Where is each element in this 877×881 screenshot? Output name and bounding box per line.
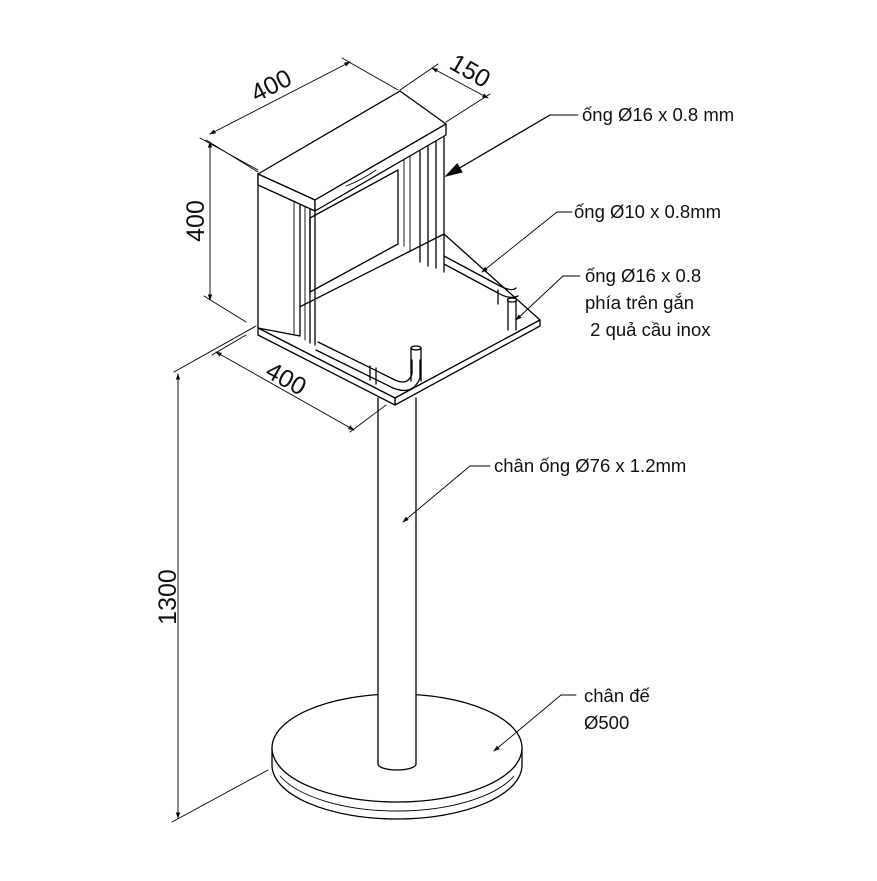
box-right-posts bbox=[403, 131, 445, 273]
leader-leg bbox=[402, 465, 491, 523]
callout-post-tube: ống Ø16 x 0.8 phía trên gắn 2 quả cầu in… bbox=[585, 262, 710, 343]
callout-post-line3: 2 quả cầu inox bbox=[585, 319, 711, 340]
dimension-top-width-label: 400 bbox=[246, 64, 296, 108]
top-plate bbox=[257, 90, 447, 212]
callout-post-line1: ống Ø16 x 0.8 bbox=[585, 265, 702, 286]
leader-rail bbox=[481, 211, 573, 273]
callout-post-line2: phía trên gắn bbox=[585, 292, 695, 313]
callout-rail-tube: ống Ø10 x 0.8mm bbox=[574, 201, 722, 222]
callout-tube-upper: ống Ø16 x 0.8 mm bbox=[582, 104, 735, 125]
leader-tube-upper bbox=[444, 114, 579, 177]
callout-base-line2: Ø500 bbox=[584, 712, 630, 733]
dimension-tray-width-label: 400 bbox=[261, 357, 311, 402]
box-side-wall bbox=[257, 173, 316, 346]
dimension-box-height-label: 400 bbox=[182, 200, 210, 242]
post-left bbox=[410, 345, 422, 382]
dimension-top-depth-label: 150 bbox=[445, 49, 495, 94]
leader-post bbox=[515, 275, 581, 321]
callout-base-line1: chân đế bbox=[584, 685, 650, 706]
leg-column bbox=[377, 397, 417, 771]
callout-base: chân đế Ø500 bbox=[584, 682, 650, 736]
rail-tube bbox=[315, 255, 519, 392]
leader-base bbox=[493, 694, 577, 752]
callout-leg: chân ống Ø76 x 1.2mm bbox=[494, 455, 687, 476]
dimension-box-height: 400 bbox=[182, 139, 259, 323]
dimension-total-height: 1300 bbox=[154, 325, 269, 823]
dimension-total-height-label: 1300 bbox=[154, 569, 182, 625]
